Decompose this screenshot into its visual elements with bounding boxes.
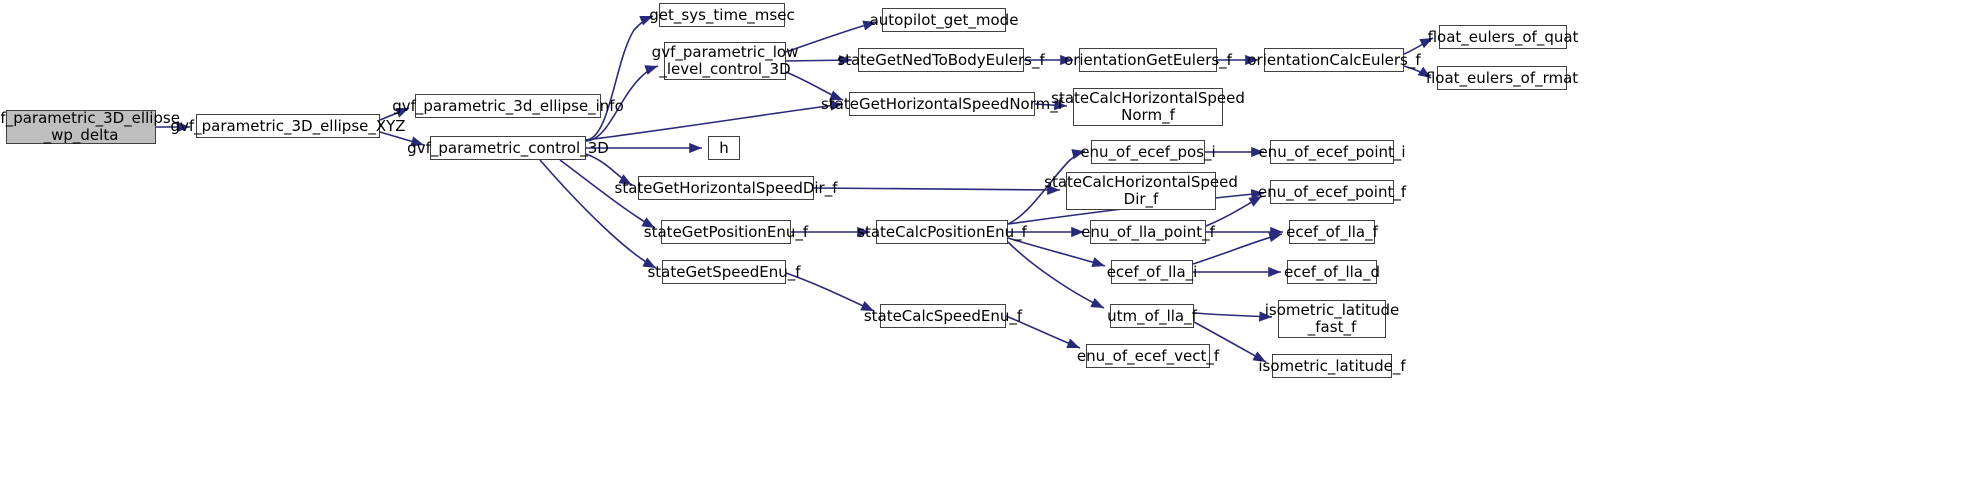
graph-node-autopilot-get-mode[interactable]: autopilot_get_mode	[870, 8, 1018, 32]
graph-node-label: stateCalcHorizontalSpeed Dir_f	[1044, 173, 1238, 208]
graph-node-label: stateCalcPositionEnu_f	[857, 222, 1027, 241]
graph-node-statecalchorizontalspeeddir-f[interactable]: stateCalcHorizontalSpeed Dir_f	[1044, 172, 1238, 210]
graph-node-gvf-parametric-low-level-control-3d[interactable]: gvf_parametric_low _level_control_3D	[652, 42, 798, 80]
graph-node-enu-of-ecef-vect-f[interactable]: enu_of_ecef_vect_f	[1077, 344, 1219, 368]
graph-node-float-eulers-of-quat[interactable]: float_eulers_of_quat	[1428, 25, 1578, 49]
graph-node-gvf-parametric-3d-ellipse-xyz[interactable]: gvf_parametric_3D_ellipse_XYZ	[170, 114, 406, 138]
graph-node-label: ecef_of_lla_d	[1284, 262, 1380, 281]
graph-node-label: h	[719, 138, 729, 157]
graph-node-label: gvf_parametric_3D_ellipse _wp_delta	[0, 109, 180, 144]
graph-node-h[interactable]: h	[708, 136, 740, 160]
graph-node-label: isometric_latitude _fast_f	[1264, 301, 1400, 336]
graph-edge-n14-to-n22	[1005, 315, 1081, 349]
graph-node-label: float_eulers_of_rmat	[1425, 68, 1579, 87]
graph-node-statecalchorizontalspeednorm-f[interactable]: stateCalcHorizontalSpeed Norm_f	[1051, 88, 1245, 126]
graph-node-enu-of-ecef-point-f[interactable]: enu_of_ecef_point_f	[1258, 180, 1406, 204]
graph-node-orientationgeteulers-f[interactable]: orientationGetEulers_f	[1064, 48, 1232, 72]
graph-node-utm-of-lla-f[interactable]: utm_of_lla_f	[1107, 304, 1197, 328]
graph-node-gvf-parametric-3d-ellipse-wp-delta[interactable]: gvf_parametric_3D_ellipse _wp_delta	[0, 110, 180, 144]
graph-node-enu-of-ecef-pos-i[interactable]: enu_of_ecef_pos_i	[1080, 140, 1216, 164]
graph-node-label: isometric_latitude_f	[1258, 356, 1406, 375]
graph-node-label: gvf_parametric_low _level_control_3D	[651, 43, 799, 78]
graph-node-label: stateCalcSpeedEnu_f	[863, 306, 1023, 325]
graph-node-label: ecef_of_lla_i	[1106, 262, 1198, 281]
graph-node-ecef-of-lla-d[interactable]: ecef_of_lla_d	[1284, 260, 1380, 284]
graph-node-enu-of-lla-point-f[interactable]: enu_of_lla_point_f	[1081, 220, 1215, 244]
graph-node-gvf-parametric-control-3d[interactable]: gvf_parametric_control_3D	[407, 136, 609, 160]
graph-edge-n21-to-n28	[1193, 311, 1273, 322]
graph-node-label: stateGetHorizontalSpeedNorm_f	[820, 94, 1064, 113]
graph-edge-n1-to-n3	[379, 131, 425, 147]
graph-node-ecef-of-lla-i[interactable]: ecef_of_lla_i	[1107, 260, 1197, 284]
graph-node-label: autopilot_get_mode	[869, 10, 1019, 29]
graph-edge-n5-to-n12	[785, 71, 844, 101]
graph-node-label: stateGetNedToBodyEulers_f	[837, 50, 1045, 69]
graph-edge-n3-to-n4	[585, 15, 654, 141]
graph-node-label: utm_of_lla_f	[1107, 306, 1197, 325]
graph-node-label: stateGetHorizontalSpeedDir_f	[614, 178, 838, 197]
graph-node-label: stateCalcHorizontalSpeed Norm_f	[1051, 89, 1245, 124]
graph-node-gvf-parametric-3d-ellipse-info[interactable]: gvf_parametric_3d_ellipse_info	[392, 94, 624, 118]
graph-node-label: enu_of_ecef_point_f	[1257, 182, 1407, 201]
graph-node-label: stateGetSpeedEnu_f	[647, 262, 801, 281]
graph-node-statecalcspeedenu-f[interactable]: stateCalcSpeedEnu_f	[864, 304, 1022, 328]
graph-node-label: enu_of_lla_point_f	[1081, 222, 1215, 241]
graph-node-label: enu_of_ecef_point_i	[1258, 142, 1406, 161]
graph-node-orientationcalceulers-f[interactable]: orientationCalcEulers_f	[1247, 48, 1421, 72]
graph-node-label: orientationCalcEulers_f	[1247, 50, 1421, 69]
graph-node-ecef-of-lla-f[interactable]: ecef_of_lla_f	[1286, 220, 1378, 244]
graph-node-label: gvf_parametric_3D_ellipse_XYZ	[170, 116, 406, 135]
graph-edge-n9-to-n14	[785, 272, 875, 312]
graph-node-stategethorizontalspeeddir-f[interactable]: stateGetHorizontalSpeedDir_f	[615, 176, 838, 200]
graph-edge-n7-to-n17	[813, 184, 1061, 196]
graph-node-label: orientationGetEulers_f	[1064, 50, 1232, 69]
graph-edge-n5-to-n11	[785, 55, 853, 66]
graph-node-float-eulers-of-rmat[interactable]: float_eulers_of_rmat	[1426, 66, 1578, 90]
graph-node-label: enu_of_ecef_vect_f	[1076, 346, 1220, 365]
graph-node-isometric-latitude-fast-f[interactable]: isometric_latitude _fast_f	[1265, 300, 1399, 338]
graph-node-statecalcpositionenu-f[interactable]: stateCalcPositionEnu_f	[857, 220, 1027, 244]
graph-node-get-sys-time-msec[interactable]: get_sys_time_msec	[649, 3, 795, 27]
graph-node-stategetspeedenu-f[interactable]: stateGetSpeedEnu_f	[647, 260, 801, 284]
graph-node-enu-of-ecef-point-i[interactable]: enu_of_ecef_point_i	[1258, 140, 1406, 164]
graph-node-stategethorizontalspeednorm-f[interactable]: stateGetHorizontalSpeedNorm_f	[821, 92, 1063, 116]
graph-node-label: ecef_of_lla_f	[1286, 222, 1378, 241]
graph-node-label: get_sys_time_msec	[649, 5, 795, 24]
graph-edge-n20-to-n26	[1192, 232, 1283, 265]
graph-node-stategetpositionenu-f[interactable]: stateGetPositionEnu_f	[644, 220, 808, 244]
graph-node-label: stateGetPositionEnu_f	[643, 222, 809, 241]
graph-edge-n12-to-n16	[1034, 100, 1068, 111]
graph-node-stategetnedtobodyeulers-f[interactable]: stateGetNedToBodyEulers_f	[837, 48, 1045, 72]
graph-edge-n23-to-n30	[1403, 37, 1434, 55]
graph-edge-n23-to-n31	[1403, 65, 1432, 79]
graph-edge-n3-to-n12	[585, 100, 844, 141]
graph-node-label: enu_of_ecef_pos_i	[1080, 142, 1216, 161]
graph-edge-n3-to-n7	[585, 153, 633, 186]
graph-node-label: gvf_parametric_control_3D	[407, 138, 609, 157]
graph-edge-n1-to-n2	[379, 107, 410, 121]
graph-node-label: gvf_parametric_3d_ellipse_info	[392, 96, 624, 115]
graph-edge-n13-to-n21	[1007, 241, 1105, 309]
graph-node-label: float_eulers_of_quat	[1427, 27, 1579, 46]
graph-node-isometric-latitude-f[interactable]: isometric_latitude_f	[1258, 354, 1406, 378]
